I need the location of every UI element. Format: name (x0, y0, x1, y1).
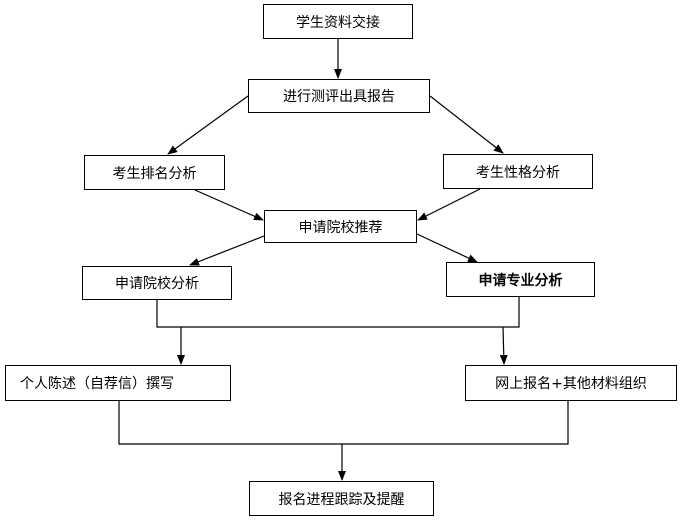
node-ranking-analysis: 考生排名分析 (84, 155, 225, 190)
node-personal-statement-label: 个人陈述（自荐信）撰写 (20, 376, 174, 392)
arrow-personality-to-recommendation (417, 188, 481, 221)
node-major-analysis: 申请专业分析 (446, 262, 595, 297)
node-online-application-label: 网上报名+其他材料组织 (495, 376, 647, 392)
node-progress-tracking: 报名进程跟踪及提醒 (249, 481, 434, 516)
node-online-application: 网上报名+其他材料组织 (465, 365, 677, 401)
node-student-intake-label: 学生资料交接 (296, 14, 380, 31)
arrow-merge-to-online-application (499, 326, 508, 365)
arrow-ranking-to-recommendation (194, 189, 264, 221)
merge-line-documents (118, 401, 569, 445)
node-school-analysis-label: 申请院校分析 (115, 276, 199, 292)
node-assessment-report-label: 进行测评出具报告 (283, 89, 395, 105)
arrow-recommendation-to-school-analysis (189, 235, 265, 266)
arrow-assessment-to-personality (429, 95, 504, 154)
node-personality-analysis-label: 考生性格分析 (476, 164, 560, 181)
node-major-analysis-label: 申请专业分析 (478, 272, 563, 289)
node-personal-statement: 个人陈述（自荐信）撰写 (5, 365, 231, 401)
merge-line-analysis (156, 297, 520, 328)
node-school-recommendation: 申请院校推荐 (264, 210, 417, 243)
node-progress-tracking-label: 报名进程跟踪及提醒 (278, 491, 405, 508)
node-student-intake: 学生资料交接 (263, 4, 413, 39)
node-ranking-analysis-label: 考生排名分析 (112, 165, 197, 182)
arrow-recommendation-to-major-analysis (416, 233, 478, 263)
node-personality-analysis: 考生性格分析 (443, 154, 593, 189)
node-school-recommendation-label: 申请院校推荐 (298, 219, 383, 236)
node-assessment-report: 进行测评出具报告 (248, 79, 430, 113)
arrow-assessment-to-ranking (167, 95, 249, 155)
node-school-analysis: 申请院校分析 (82, 266, 232, 300)
